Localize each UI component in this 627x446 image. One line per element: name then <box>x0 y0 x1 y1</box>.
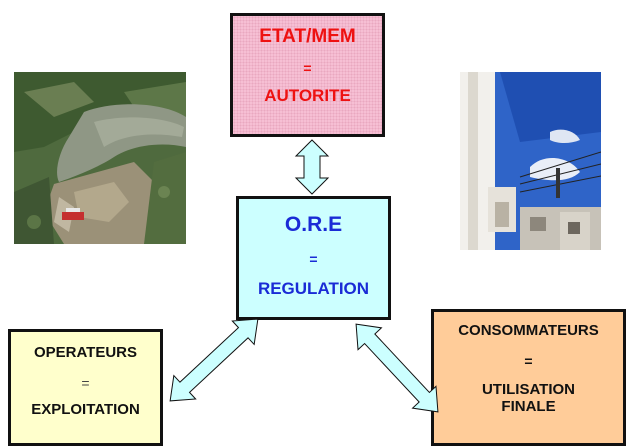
consommateurs-title: CONSOMMATEURS <box>458 322 599 339</box>
operateurs-equals: = <box>81 375 90 391</box>
ore-operateurs-double-arrow <box>169 318 259 402</box>
ore-box: O.R.E = REGULATION <box>236 196 391 320</box>
etat-ore-double-arrow <box>294 139 330 195</box>
consommateurs-role-line2: FINALE <box>501 398 556 415</box>
operateurs-title: OPERATEURS <box>33 344 138 361</box>
consommateurs-role-line1: UTILISATION <box>481 381 576 398</box>
etat-mem-box: ETAT/MEM = AUTORITE <box>230 13 385 137</box>
etat-role: AUTORITE <box>264 86 351 105</box>
consommateurs-box: CONSOMMATEURS = UTILISATION FINALE <box>431 309 626 446</box>
ore-consommateurs-double-arrow <box>355 323 439 413</box>
operateurs-role: EXPLOITATION <box>31 401 140 418</box>
etat-title: ETAT/MEM <box>259 26 356 47</box>
street-photo <box>460 72 601 250</box>
ore-role: REGULATION <box>257 279 370 298</box>
dam-photo <box>14 72 186 244</box>
consommateurs-equals: = <box>524 353 533 369</box>
ore-equals: = <box>309 251 318 267</box>
etat-equals: = <box>303 60 312 76</box>
ore-title: O.R.E <box>284 213 343 236</box>
